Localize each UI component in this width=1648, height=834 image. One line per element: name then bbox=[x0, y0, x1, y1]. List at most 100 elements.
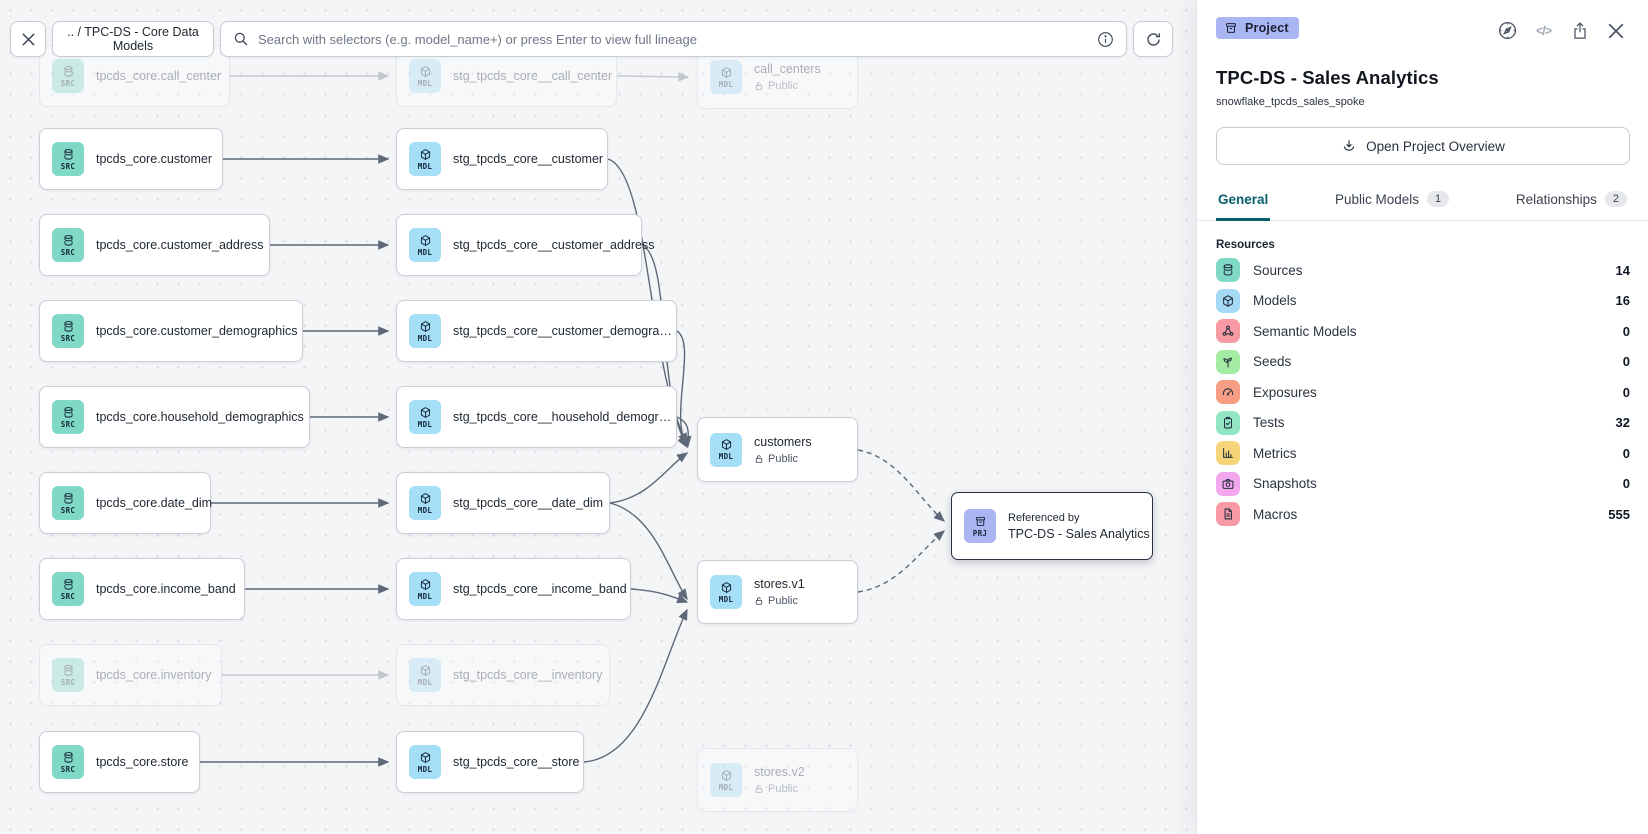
lineage-node-src_income_band[interactable]: SRC tpcds_core.income_band bbox=[39, 558, 245, 620]
tab-general[interactable]: General bbox=[1216, 181, 1271, 221]
lock-open-icon bbox=[754, 784, 764, 794]
refresh-icon bbox=[1146, 32, 1160, 46]
node-label: tpcds_core.date_dim bbox=[96, 496, 213, 510]
resource-row-tests[interactable]: Tests 32 bbox=[1197, 408, 1648, 439]
mdl-chip: MDL bbox=[409, 658, 441, 692]
close-lineage-button[interactable] bbox=[10, 21, 46, 57]
node-label: tpcds_core.income_band bbox=[96, 582, 236, 596]
lineage-node-stg_income_band[interactable]: MDL stg_tpcds_core__income_band bbox=[396, 558, 631, 620]
tab-label: General bbox=[1218, 191, 1269, 207]
resource-count: 16 bbox=[1615, 293, 1630, 309]
open-project-overview-button[interactable]: Open Project Overview bbox=[1216, 127, 1630, 165]
resource-row-models[interactable]: Models 16 bbox=[1197, 286, 1648, 317]
refresh-button[interactable] bbox=[1133, 21, 1173, 57]
node-label: tpcds_core.customer bbox=[96, 152, 213, 166]
resource-label: Semantic Models bbox=[1253, 323, 1357, 339]
node-label: tpcds_core.call_center bbox=[96, 69, 222, 83]
edge-customers-to-referenced_project bbox=[857, 449, 946, 522]
node-visibility: Public bbox=[754, 80, 821, 92]
src-chip: SRC bbox=[52, 400, 84, 434]
resource-label: Tests bbox=[1253, 415, 1285, 431]
project-icon bbox=[1226, 23, 1236, 33]
mdl-chip: MDL bbox=[710, 60, 742, 94]
edge-stg_date_dim-to-stores_v1 bbox=[609, 502, 688, 601]
node-label: stg_tpcds_core__call_center bbox=[453, 69, 613, 83]
resource-row-metrics[interactable]: Metrics 0 bbox=[1197, 438, 1648, 469]
resource-label: Metrics bbox=[1253, 445, 1297, 461]
overview-button-label: Open Project Overview bbox=[1366, 138, 1505, 154]
node-label: stg_tpcds_core__income_band bbox=[453, 582, 627, 596]
node-label: stg_tpcds_core__inventory bbox=[453, 668, 603, 682]
src-chip: SRC bbox=[52, 314, 84, 348]
overview-icon bbox=[1343, 140, 1355, 151]
resource-label: Sources bbox=[1253, 262, 1303, 278]
node-label: stg_tpcds_core__customer bbox=[453, 152, 604, 166]
info-icon[interactable] bbox=[1097, 31, 1114, 48]
resource-count: 32 bbox=[1615, 415, 1630, 431]
clipboard-check-icon bbox=[1216, 410, 1240, 435]
mdl-chip: MDL bbox=[409, 228, 441, 262]
lock-open-icon bbox=[754, 596, 764, 606]
resource-count: 0 bbox=[1622, 384, 1630, 400]
resource-label: Models bbox=[1253, 293, 1297, 309]
lineage-node-stg_inventory[interactable]: MDL stg_tpcds_core__inventory bbox=[396, 644, 610, 706]
search-input[interactable] bbox=[258, 31, 1088, 47]
edge-stg_store-to-stores_v1 bbox=[583, 608, 688, 763]
close-panel-icon[interactable] bbox=[1605, 20, 1626, 41]
mdl-chip: MDL bbox=[409, 142, 441, 176]
node-label: stg_tpcds_core__household_demogr… bbox=[453, 410, 672, 424]
search-icon bbox=[234, 32, 248, 46]
share-icon[interactable] bbox=[1569, 20, 1590, 41]
explore-lineage-icon[interactable] bbox=[1497, 20, 1518, 41]
node-label: tpcds_core.customer_address bbox=[96, 238, 264, 252]
lineage-edges bbox=[200, 71, 946, 767]
src-chip: SRC bbox=[52, 572, 84, 606]
node-label: stores.v2 bbox=[754, 765, 805, 779]
resource-count: 0 bbox=[1622, 354, 1630, 370]
gauge-icon bbox=[1216, 380, 1240, 405]
code-icon[interactable]: </> bbox=[1535, 23, 1552, 38]
edge-stg_date_dim-to-customers bbox=[609, 452, 689, 504]
project-badge-label: Project bbox=[1245, 21, 1289, 35]
node-visibility: Public bbox=[754, 595, 805, 607]
mdl-chip: MDL bbox=[409, 572, 441, 606]
node-label: stg_tpcds_core__store bbox=[453, 755, 580, 769]
project-type-badge: Project bbox=[1216, 17, 1299, 39]
resource-count: 0 bbox=[1622, 445, 1630, 461]
tab-badge: 1 bbox=[1427, 191, 1450, 207]
project-details-panel: Project </> TPC-DS - Sales Analytics sno… bbox=[1196, 0, 1648, 834]
close-icon bbox=[21, 32, 35, 46]
resource-count: 0 bbox=[1622, 476, 1630, 492]
node-visibility: Public bbox=[754, 453, 812, 465]
search-bar[interactable] bbox=[220, 21, 1127, 57]
breadcrumb[interactable]: .. / TPC-DS - Core Data Models bbox=[52, 21, 214, 57]
database-icon bbox=[1216, 258, 1240, 283]
node-label: stg_tpcds_core__customer_demogra… bbox=[453, 324, 672, 338]
lineage-node-stg_customer[interactable]: MDL stg_tpcds_core__customer bbox=[396, 128, 608, 190]
